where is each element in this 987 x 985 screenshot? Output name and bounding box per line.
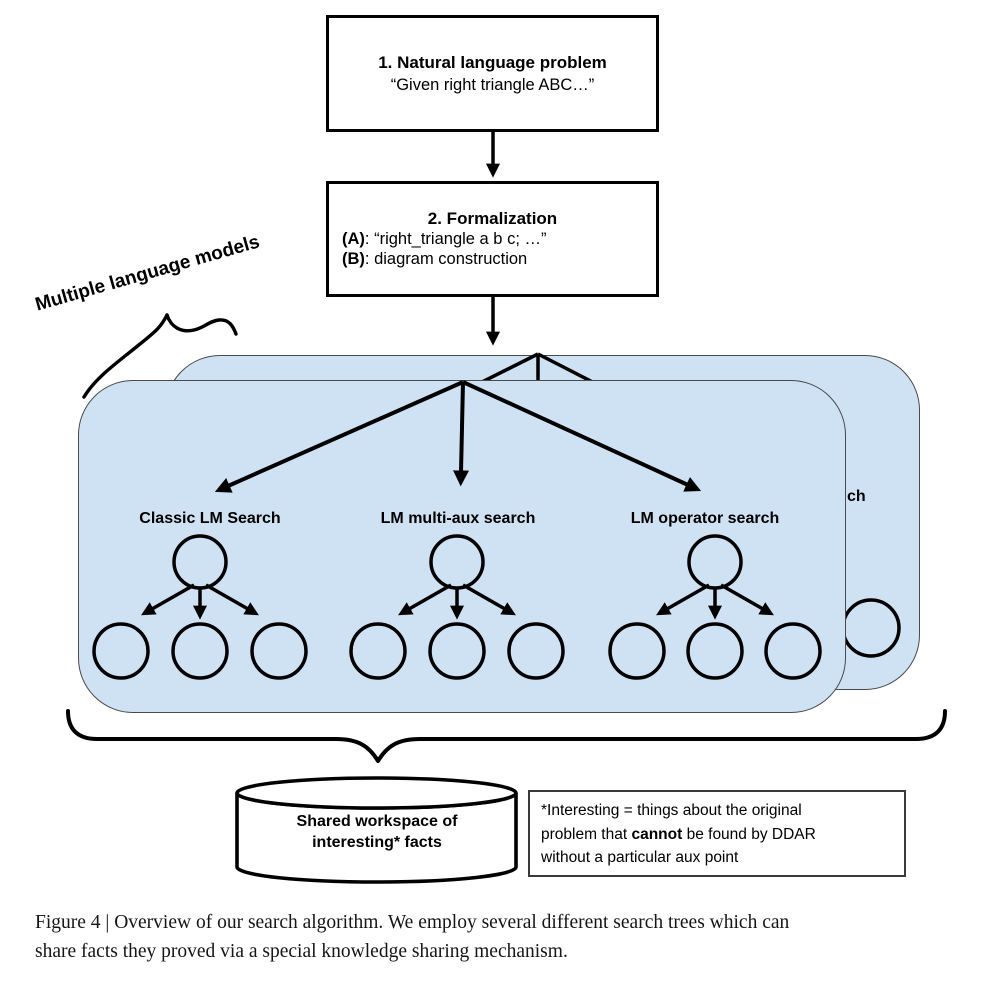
box2-item-a-text: : “right_triangle a b c; …” xyxy=(364,229,547,248)
box2-item-a-label: (A) xyxy=(342,229,365,248)
formalization-box: 2. Formalization (A): “right_triangle a … xyxy=(326,181,659,297)
box2-title: 2. Formalization xyxy=(427,208,558,228)
note-line2: problem that cannot be found by DDAR xyxy=(541,823,904,847)
natural-language-problem-box: 1. Natural language problem “Given right… xyxy=(326,15,659,132)
note-line2-pre: problem that xyxy=(541,825,632,843)
tree-label-classic-lm-search: Classic LM Search xyxy=(139,510,281,527)
box2-item-b-text: : diagram construction xyxy=(364,250,528,268)
back-panel-partial-label: ch xyxy=(847,488,866,505)
box1-title: 1. Natural language problem xyxy=(378,52,607,72)
tree-label-lm-operator-search: LM operator search xyxy=(630,510,780,527)
caption-line2: share facts they proved via a special kn… xyxy=(35,941,568,962)
workspace-brace xyxy=(66,709,947,763)
box2-item-b: (B): diagram construction xyxy=(342,249,656,270)
workspace-label-line1: Shared workspace of xyxy=(296,813,458,830)
note-line2-post: be found by DDAR xyxy=(682,825,816,843)
box2-item-b-label: (B) xyxy=(342,250,365,268)
box1-subtitle: “Given right triangle ABC…” xyxy=(390,75,595,94)
multiple-language-models-label: Multiple language models xyxy=(32,231,263,316)
note-line1: *Interesting = things about the original xyxy=(541,802,802,819)
note-line3: without a particular aux point xyxy=(541,849,739,866)
figure-caption: Figure 4 | Overview of our search algori… xyxy=(35,908,975,966)
tree-label-lm-multi-aux-search: LM multi-aux search xyxy=(380,510,536,527)
caption-line1: Figure 4 | Overview of our search algori… xyxy=(35,912,790,933)
interesting-footnote-box: *Interesting = things about the original… xyxy=(528,790,906,877)
note-line2-bold: cannot xyxy=(631,825,683,843)
box2-item-a: (A): “right_triangle a b c; …” xyxy=(342,229,656,250)
workspace-label-line2: interesting* facts xyxy=(312,834,442,851)
search-panel-front xyxy=(78,380,846,713)
